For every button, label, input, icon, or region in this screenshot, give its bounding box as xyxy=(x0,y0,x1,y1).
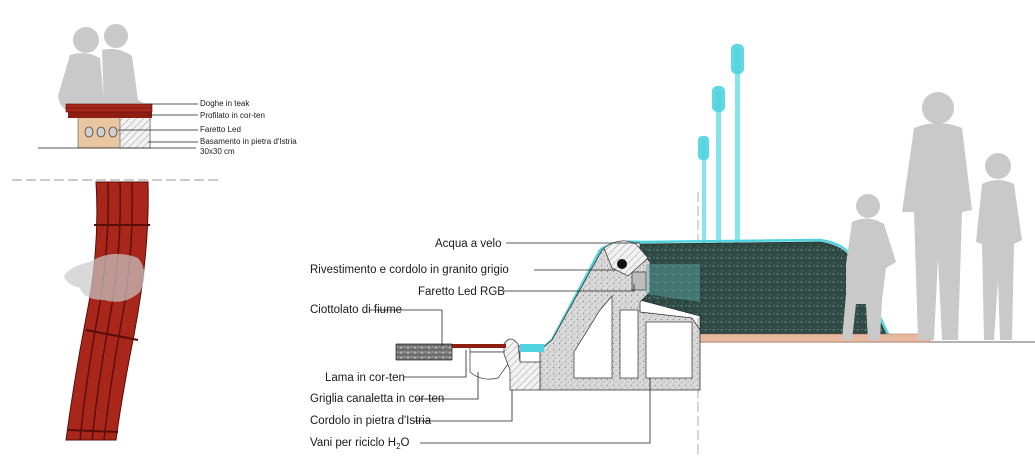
water-jets xyxy=(698,44,744,244)
label-water-veil: Acqua a velo xyxy=(435,238,502,250)
label-corten-profile: Profilato in cor-ten xyxy=(200,111,265,120)
water-pool-strip xyxy=(520,344,544,352)
label-pebbles: Ciottolato di fiume xyxy=(310,304,402,316)
bench-led-lights xyxy=(84,126,118,138)
bench-corten-profile xyxy=(68,112,152,118)
label-led-rgb: Faretto Led RGB xyxy=(418,286,505,298)
label-grate: Griglia canaletta in cor-ten xyxy=(310,393,444,405)
label-istria-curb: Cordolo in pietra d'Istria xyxy=(310,415,432,427)
label-corten-blade: Lama in cor-ten xyxy=(325,372,405,384)
seated-person-top-silhouette xyxy=(64,253,145,302)
recirculation-cavity-3 xyxy=(619,309,639,379)
bench-elevation: Doghe in teak Profilato in cor-ten Faret… xyxy=(38,24,297,156)
granite-curb-cap xyxy=(603,240,649,277)
bench-plan xyxy=(64,181,150,441)
paving-strip xyxy=(697,333,931,343)
recirculation-cavity-2 xyxy=(645,321,693,379)
recirculation-cavity-1 xyxy=(573,295,613,379)
istria-curb xyxy=(503,338,541,391)
label-teak: Doghe in teak xyxy=(200,99,250,108)
label-recirculation: Vani per riciclo H2O xyxy=(310,437,410,451)
corten-blade xyxy=(448,344,506,348)
label-base: Basamento in pietra d'Istria xyxy=(200,137,297,146)
bench-base-hatch xyxy=(119,115,151,149)
curb-pipe xyxy=(617,259,627,269)
label-base-size: 30x30 cm xyxy=(200,147,235,156)
bench-plan-cross-bars xyxy=(67,224,150,433)
label-led: Faretto Led xyxy=(200,125,241,134)
led-rgb-beam xyxy=(646,264,700,302)
led-rgb-light xyxy=(631,271,647,291)
family-silhouette xyxy=(842,92,1022,340)
bench-plan-body xyxy=(65,181,149,441)
river-pebbles xyxy=(395,343,453,361)
bench-plan-slat-lines xyxy=(79,181,133,441)
label-granite: Rivestimento e cordolo in granito grigio xyxy=(310,264,509,276)
